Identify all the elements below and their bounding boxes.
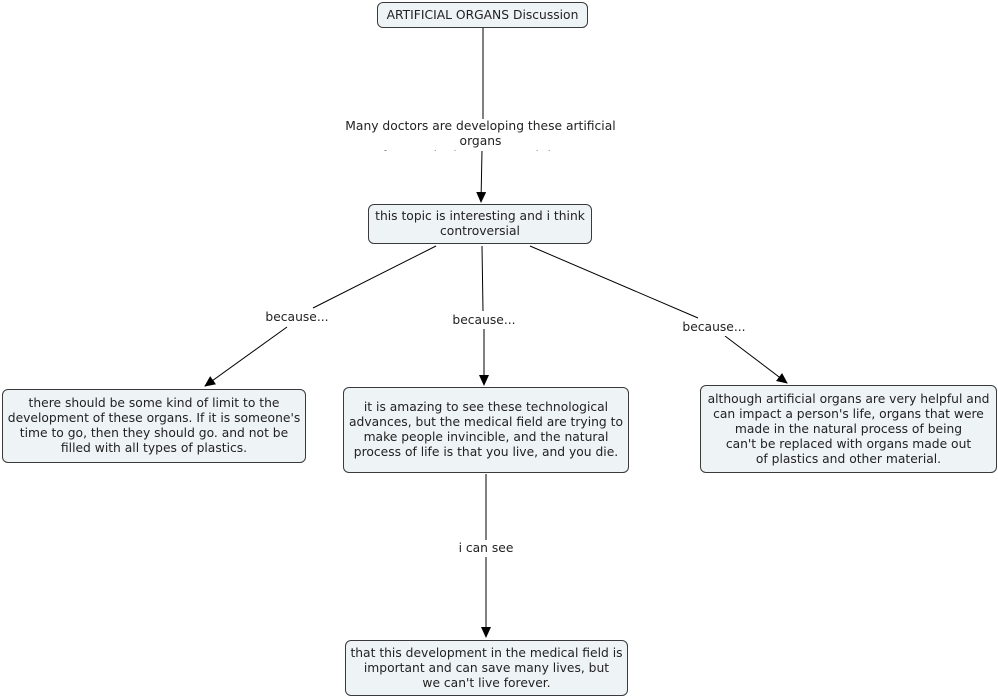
node-right-text: although artificial organs are very help… bbox=[707, 391, 990, 466]
node-natural-organs[interactable]: although artificial organs are very help… bbox=[700, 385, 997, 473]
node-root-text: ARTIFICIAL ORGANS Discussion bbox=[386, 7, 579, 22]
connector-because-right-to-right bbox=[724, 335, 788, 384]
node-technological-advances[interactable]: it is amazing to see these technological… bbox=[343, 387, 629, 473]
node-save-many-lives[interactable]: that this development in the medical fie… bbox=[345, 640, 628, 696]
connector-topic-to-because-right bbox=[529, 245, 699, 319]
link-label-i-can-see[interactable]: i can see bbox=[455, 541, 517, 557]
node-topic-interesting[interactable]: this topic is interesting and i think co… bbox=[368, 204, 592, 244]
node-limit-to-development[interactable]: there should be some kind of limit to th… bbox=[2, 389, 306, 463]
node-left-text: there should be some kind of limit to th… bbox=[7, 396, 301, 455]
node-topic-text: this topic is interesting and i think co… bbox=[375, 209, 585, 238]
connector-topic-to-because-middle bbox=[481, 245, 484, 312]
link-label-because-left[interactable]: because... bbox=[262, 310, 332, 326]
connector-link-to-topic bbox=[476, 149, 487, 203]
link-label-because-middle[interactable]: because... bbox=[449, 313, 519, 329]
connector-topic-to-because-left bbox=[312, 245, 437, 309]
node-bottom-text: that this development in the medical fie… bbox=[350, 645, 623, 690]
connector-because-left-to-left bbox=[204, 326, 288, 387]
node-middle-text: it is amazing to see these technological… bbox=[349, 400, 623, 459]
link-label-doctors-developing[interactable]: Many doctors are developing these artifi… bbox=[325, 119, 636, 151]
node-artificial-organs-discussion[interactable]: ARTIFICIAL ORGANS Discussion bbox=[377, 2, 588, 28]
link-label-because-right[interactable]: because... bbox=[679, 320, 749, 336]
